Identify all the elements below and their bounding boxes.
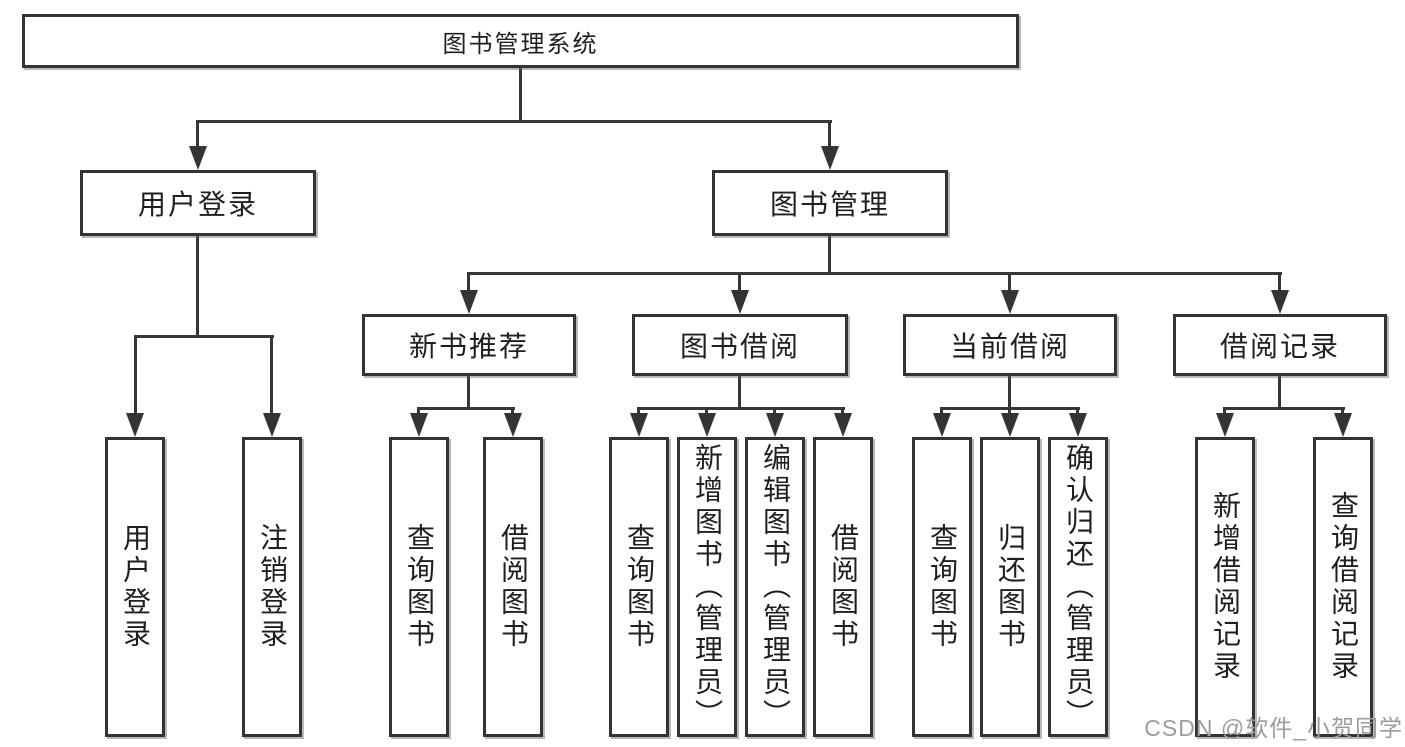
node-new-book-recommend-label: 新书推荐 (408, 331, 529, 362)
node-logout-leaf-label: 注销登录 (257, 523, 288, 651)
connector-book-borrow-stem (738, 376, 741, 409)
arrowhead-down-icon (821, 146, 839, 170)
arrowhead-down-icon (1069, 413, 1087, 437)
connector-level2-rail (196, 120, 832, 123)
connector-borrowing-drop (738, 272, 741, 292)
node-book-borrow-label: 图书借阅 (679, 331, 800, 362)
arrowhead-down-icon (189, 146, 207, 170)
connector-leaf-drop (637, 407, 640, 415)
arrowhead-down-icon (933, 413, 951, 437)
connector-logout-leaf-drop (270, 335, 273, 415)
node-query-books-recommend-label: 查询图书 (404, 523, 435, 651)
arrowhead-down-icon (504, 413, 522, 437)
connector-recommend-rail (417, 407, 515, 410)
connector-records-rail (1223, 407, 1345, 410)
node-root-label: 图书管理系统 (442, 30, 599, 58)
connector-user-login-drop (196, 120, 199, 150)
node-query-books-current-label: 查询图书 (927, 523, 958, 651)
connector-current-drop (1008, 272, 1011, 292)
node-borrow-books-recommend: 借阅图书 (483, 437, 543, 737)
node-edit-book-admin: 编辑图书（管理员） (745, 437, 805, 737)
node-new-book-recommend: 新书推荐 (362, 314, 576, 376)
arrowhead-down-icon (698, 413, 716, 437)
connector-user-login-stem (196, 236, 199, 337)
arrowhead-down-icon (1001, 413, 1019, 437)
csdn-watermark: CSDN @软件_小贺同学 (1144, 715, 1403, 741)
node-user-login-leaf: 用户登录 (105, 437, 165, 737)
node-current-borrow: 当前借阅 (903, 314, 1117, 376)
arrowhead-down-icon (263, 413, 281, 437)
connector-leaf-drop (1341, 407, 1344, 415)
node-add-borrow-record: 新增借阅记录 (1195, 437, 1255, 737)
node-confirm-return-admin-label: 确认归还（管理员） (1063, 443, 1094, 731)
connector-user-login-leaf-drop (134, 335, 137, 415)
node-borrow-records-label: 借阅记录 (1219, 331, 1340, 362)
connector-root-stem (519, 68, 522, 121)
connector-recommend-stem (467, 376, 470, 409)
node-borrow-books-recommend-label: 借阅图书 (498, 523, 529, 651)
connector-book-mgmt-stem (828, 236, 831, 274)
connector-leaf-drop (1223, 407, 1226, 415)
arrowhead-down-icon (1216, 413, 1234, 437)
connector-records-drop (1278, 272, 1281, 292)
node-book-borrow: 图书借阅 (632, 314, 848, 376)
node-query-books-borrow: 查询图书 (609, 437, 669, 737)
arrowhead-down-icon (1001, 290, 1019, 314)
arrowhead-down-icon (126, 413, 144, 437)
node-add-borrow-record-label: 新增借阅记录 (1210, 491, 1241, 683)
node-query-borrow-record: 查询借阅记录 (1313, 437, 1373, 737)
arrowhead-down-icon (460, 290, 478, 314)
node-query-borrow-record-label: 查询借阅记录 (1328, 491, 1359, 683)
connector-level3-rail (468, 272, 1282, 275)
node-book-management-label: 图书管理 (769, 189, 890, 220)
arrowhead-down-icon (731, 290, 749, 314)
node-add-book-admin-label: 新增图书（管理员） (692, 443, 723, 731)
arrowhead-down-icon (766, 413, 784, 437)
connector-book-borrow-rail (637, 407, 845, 410)
connector-book-mgmt-drop (828, 120, 831, 150)
arrowhead-down-icon (410, 413, 428, 437)
node-user-login-branch-label: 用户登录 (137, 189, 258, 220)
node-root: 图书管理系统 (22, 14, 1019, 68)
connector-leaf-drop (1008, 407, 1011, 415)
arrowhead-down-icon (834, 413, 852, 437)
node-return-book-label: 归还图书 (995, 523, 1026, 651)
connector-leaf-drop (940, 407, 943, 415)
node-user-login-leaf-label: 用户登录 (120, 523, 151, 651)
connector-leaf-drop (773, 407, 776, 415)
node-add-book-admin: 新增图书（管理员） (677, 437, 737, 737)
connector-leaf-drop (841, 407, 844, 415)
node-borrow-books-borrow: 借阅图书 (813, 437, 873, 737)
node-query-books-current: 查询图书 (912, 437, 972, 737)
connector-leaf-drop (417, 407, 420, 415)
connector-current-stem (1008, 376, 1011, 409)
node-book-management: 图书管理 (712, 170, 948, 236)
node-query-books-borrow-label: 查询图书 (624, 523, 655, 651)
node-logout-leaf: 注销登录 (242, 437, 302, 737)
node-confirm-return-admin: 确认归还（管理员） (1048, 437, 1108, 737)
node-borrow-books-borrow-label: 借阅图书 (828, 523, 859, 651)
arrowhead-down-icon (1334, 413, 1352, 437)
arrowhead-down-icon (630, 413, 648, 437)
node-borrow-records: 借阅记录 (1173, 314, 1387, 376)
connector-leaf-drop (1076, 407, 1079, 415)
node-user-login-branch: 用户登录 (80, 170, 316, 236)
connector-recommend-drop (467, 272, 470, 292)
arrowhead-down-icon (1271, 290, 1289, 314)
node-query-books-recommend: 查询图书 (389, 437, 449, 737)
node-current-borrow-label: 当前借阅 (949, 331, 1070, 362)
connector-user-login-rail (134, 335, 274, 338)
connector-records-stem (1278, 376, 1281, 409)
node-return-book: 归还图书 (980, 437, 1040, 737)
connector-leaf-drop (511, 407, 514, 415)
connector-leaf-drop (705, 407, 708, 415)
node-edit-book-admin-label: 编辑图书（管理员） (760, 443, 791, 731)
